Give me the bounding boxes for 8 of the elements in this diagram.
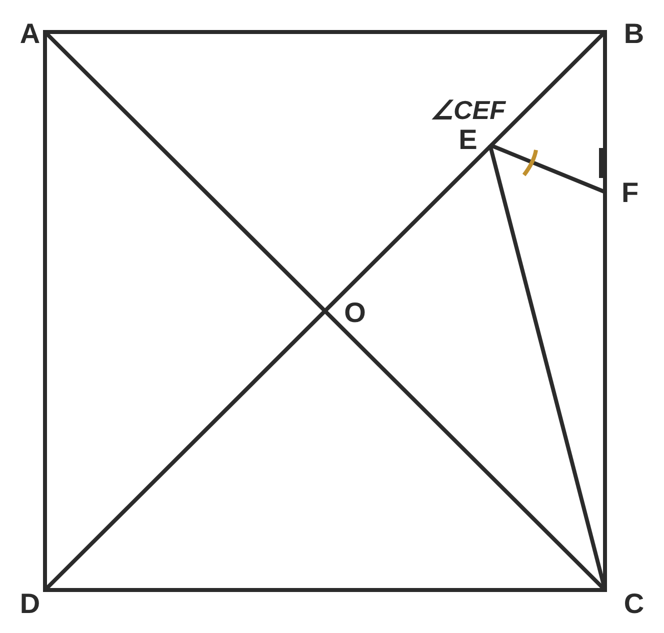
point-label: O	[344, 299, 366, 327]
point-label: D	[20, 590, 40, 618]
point-label: E	[458, 126, 478, 154]
point-label: A	[20, 20, 40, 48]
point-label: F	[621, 179, 639, 207]
angle-label: ∠CEF	[430, 97, 506, 123]
point-label: C	[624, 590, 644, 618]
point-label: B	[624, 20, 644, 48]
